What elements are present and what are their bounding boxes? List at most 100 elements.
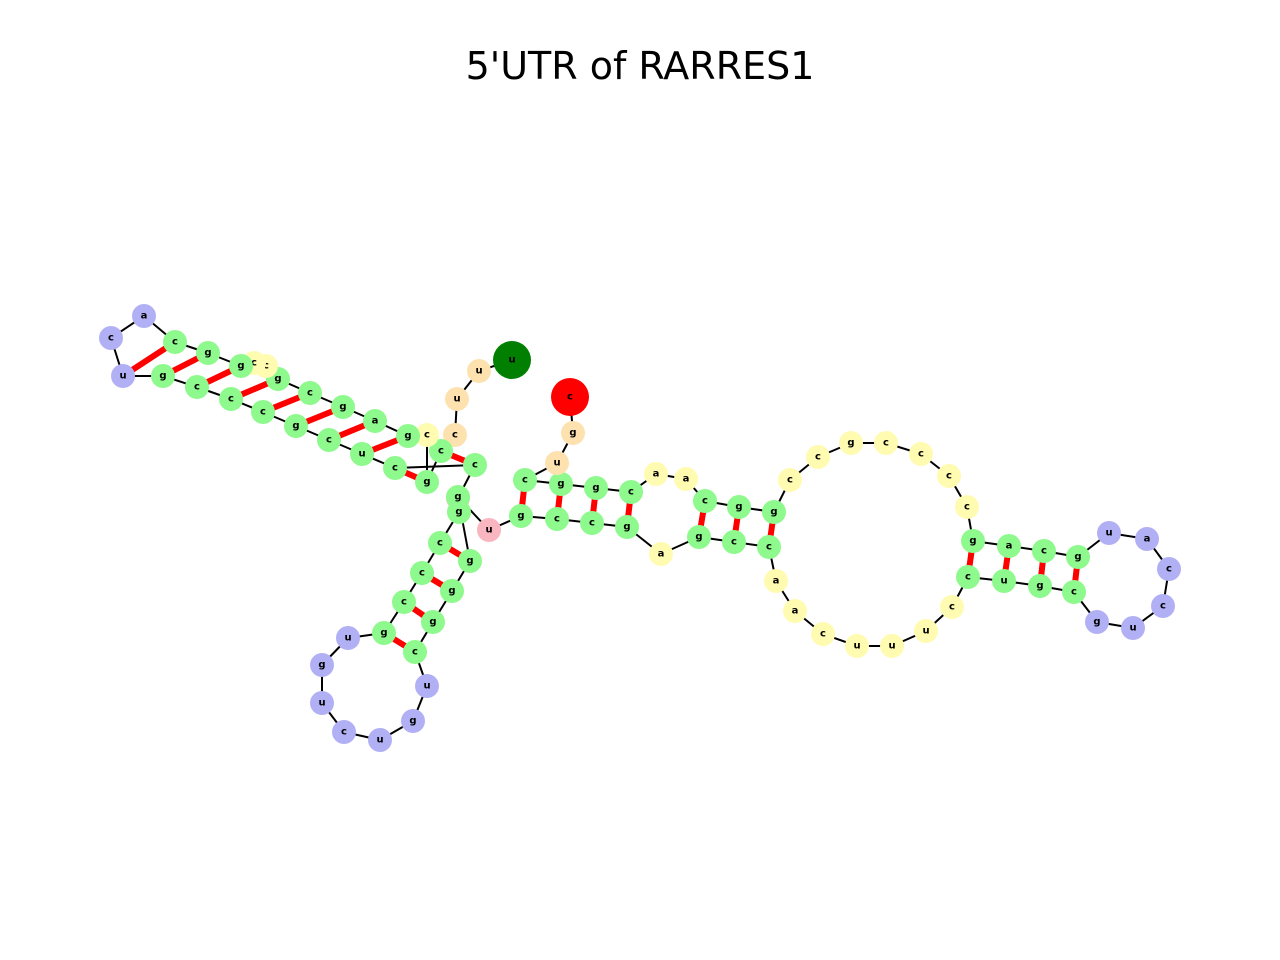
nucleotide-circle <box>363 409 387 433</box>
nucleotide-label: g <box>695 532 702 543</box>
nucleotide-label: u <box>318 698 325 709</box>
nucleotide-label: u <box>1129 623 1136 634</box>
nucleotide-17: c <box>163 330 187 354</box>
nucleotide-16: g <box>196 341 220 365</box>
nucleotide-34: c <box>392 590 416 614</box>
nucleotide-label: u <box>853 641 860 652</box>
nucleotide-label: u <box>1000 576 1007 587</box>
nucleotide-circle <box>332 720 356 744</box>
nucleotide-91: g <box>584 476 608 500</box>
nucleotide-label: c <box>766 542 772 553</box>
nucleotide-label: c <box>1071 587 1077 598</box>
nucleotide-circle <box>727 495 751 519</box>
nucleotide-label: g <box>517 511 524 522</box>
nucleotide-label: g <box>592 483 599 494</box>
nucleotide-15: g <box>229 354 253 378</box>
nucleotide-circle <box>1066 545 1090 569</box>
nucleotide-label: a <box>372 416 379 427</box>
nucleotide-circle <box>331 395 355 419</box>
nucleotide-label: g <box>569 428 576 439</box>
nucleotide-27: u <box>350 442 374 466</box>
nucleotide-label: g <box>557 479 564 490</box>
nucleotide-9: a <box>363 409 387 433</box>
nucleotide-circle <box>914 619 938 643</box>
nucleotide-label: c <box>452 430 458 441</box>
nucleotide-circle <box>403 640 427 664</box>
nucleotide-circle <box>992 569 1016 593</box>
nucleotide-88: a <box>674 467 698 491</box>
nucleotide-68: g <box>1085 610 1109 634</box>
nucleotide-circle <box>336 626 360 650</box>
nucleotide-circle <box>561 421 585 445</box>
nucleotide-62: u <box>914 619 938 643</box>
nucleotide-circle <box>551 378 589 416</box>
nucleotide-circle <box>383 456 407 480</box>
nucleotide-57: a <box>764 569 788 593</box>
nucleotide-circle <box>151 364 175 388</box>
nucleotide-label: a <box>683 474 690 485</box>
nucleotide-label: c <box>228 394 234 405</box>
nucleotide-48: u <box>477 518 501 542</box>
nucleotide-label: g <box>735 502 742 513</box>
nucleotide-circle <box>1097 521 1121 545</box>
nucleotide-circle <box>410 561 434 585</box>
nucleotide-label: g <box>409 716 416 727</box>
nucleotide-50: c <box>545 507 569 531</box>
nucleotide-21: g <box>151 364 175 388</box>
nucleotide-circle <box>1085 610 1109 634</box>
nucleotide-18: a <box>132 304 156 328</box>
nucleotide-67: c <box>1062 580 1086 604</box>
nucleotide-circle <box>458 549 482 573</box>
nucleotide-label: c <box>883 438 889 449</box>
nucleotide-circle <box>874 431 898 455</box>
nucleotide-41: g <box>401 709 425 733</box>
nucleotide-circle <box>421 610 445 634</box>
nucleotide-59: c <box>811 622 835 646</box>
nucleotide-circle <box>310 691 334 715</box>
nucleotide-circle <box>513 468 537 492</box>
nucleotide-39: c <box>332 720 356 744</box>
nucleotide-51: c <box>580 511 604 535</box>
nucleotide-label: a <box>1006 541 1013 552</box>
nucleotide-circle <box>163 330 187 354</box>
nucleotide-label: c <box>424 430 430 441</box>
nucleotide-70: c <box>1151 594 1175 618</box>
nucleotide-29: c <box>463 453 487 477</box>
nucleotide-label: c <box>341 727 347 738</box>
nucleotide-circle <box>997 534 1021 558</box>
nucleotide-circle <box>368 728 392 752</box>
nucleotide-label: u <box>485 525 492 536</box>
nucleotide-label: a <box>141 311 148 322</box>
nucleotide-63: c <box>940 595 964 619</box>
nucleotide-45: g <box>440 579 464 603</box>
nucleotide-circle <box>401 709 425 733</box>
nucleotide-label: c <box>1166 564 1172 575</box>
nucleotide-54: g <box>687 525 711 549</box>
nucleotide-label: c <box>628 487 634 498</box>
nucleotide-label: c <box>567 392 573 403</box>
nucleotide-circle <box>649 542 673 566</box>
nucleotide-circle <box>811 622 835 646</box>
nucleotide-circle <box>937 464 961 488</box>
nucleotide-circle <box>806 445 830 469</box>
nucleotide-circle <box>757 535 781 559</box>
nucleotide-64: c <box>956 565 980 589</box>
nucleotide-circle <box>467 359 491 383</box>
nucleotide-label: u <box>344 633 351 644</box>
nucleotide-circle <box>350 442 374 466</box>
nucleotide-label: g <box>847 438 854 449</box>
nucleotide-26: c <box>317 428 341 452</box>
nucleotide-label: c <box>918 449 924 460</box>
nucleotide-44: g <box>421 610 445 634</box>
nucleotide-label: g <box>423 477 430 488</box>
nucleotide-label: a <box>1144 534 1151 545</box>
nucleotide-77: g <box>961 529 985 553</box>
nucleotide-24: c <box>251 400 275 424</box>
nucleotide-6: g <box>415 470 439 494</box>
nucleotide-86: g <box>727 495 751 519</box>
nucleotide-85: g <box>762 500 786 524</box>
backbone-link-28 <box>394 464 476 469</box>
nucleotide-circle <box>644 462 668 486</box>
nucleotide-label: c <box>326 435 332 446</box>
nucleotide-82: g <box>839 431 863 455</box>
